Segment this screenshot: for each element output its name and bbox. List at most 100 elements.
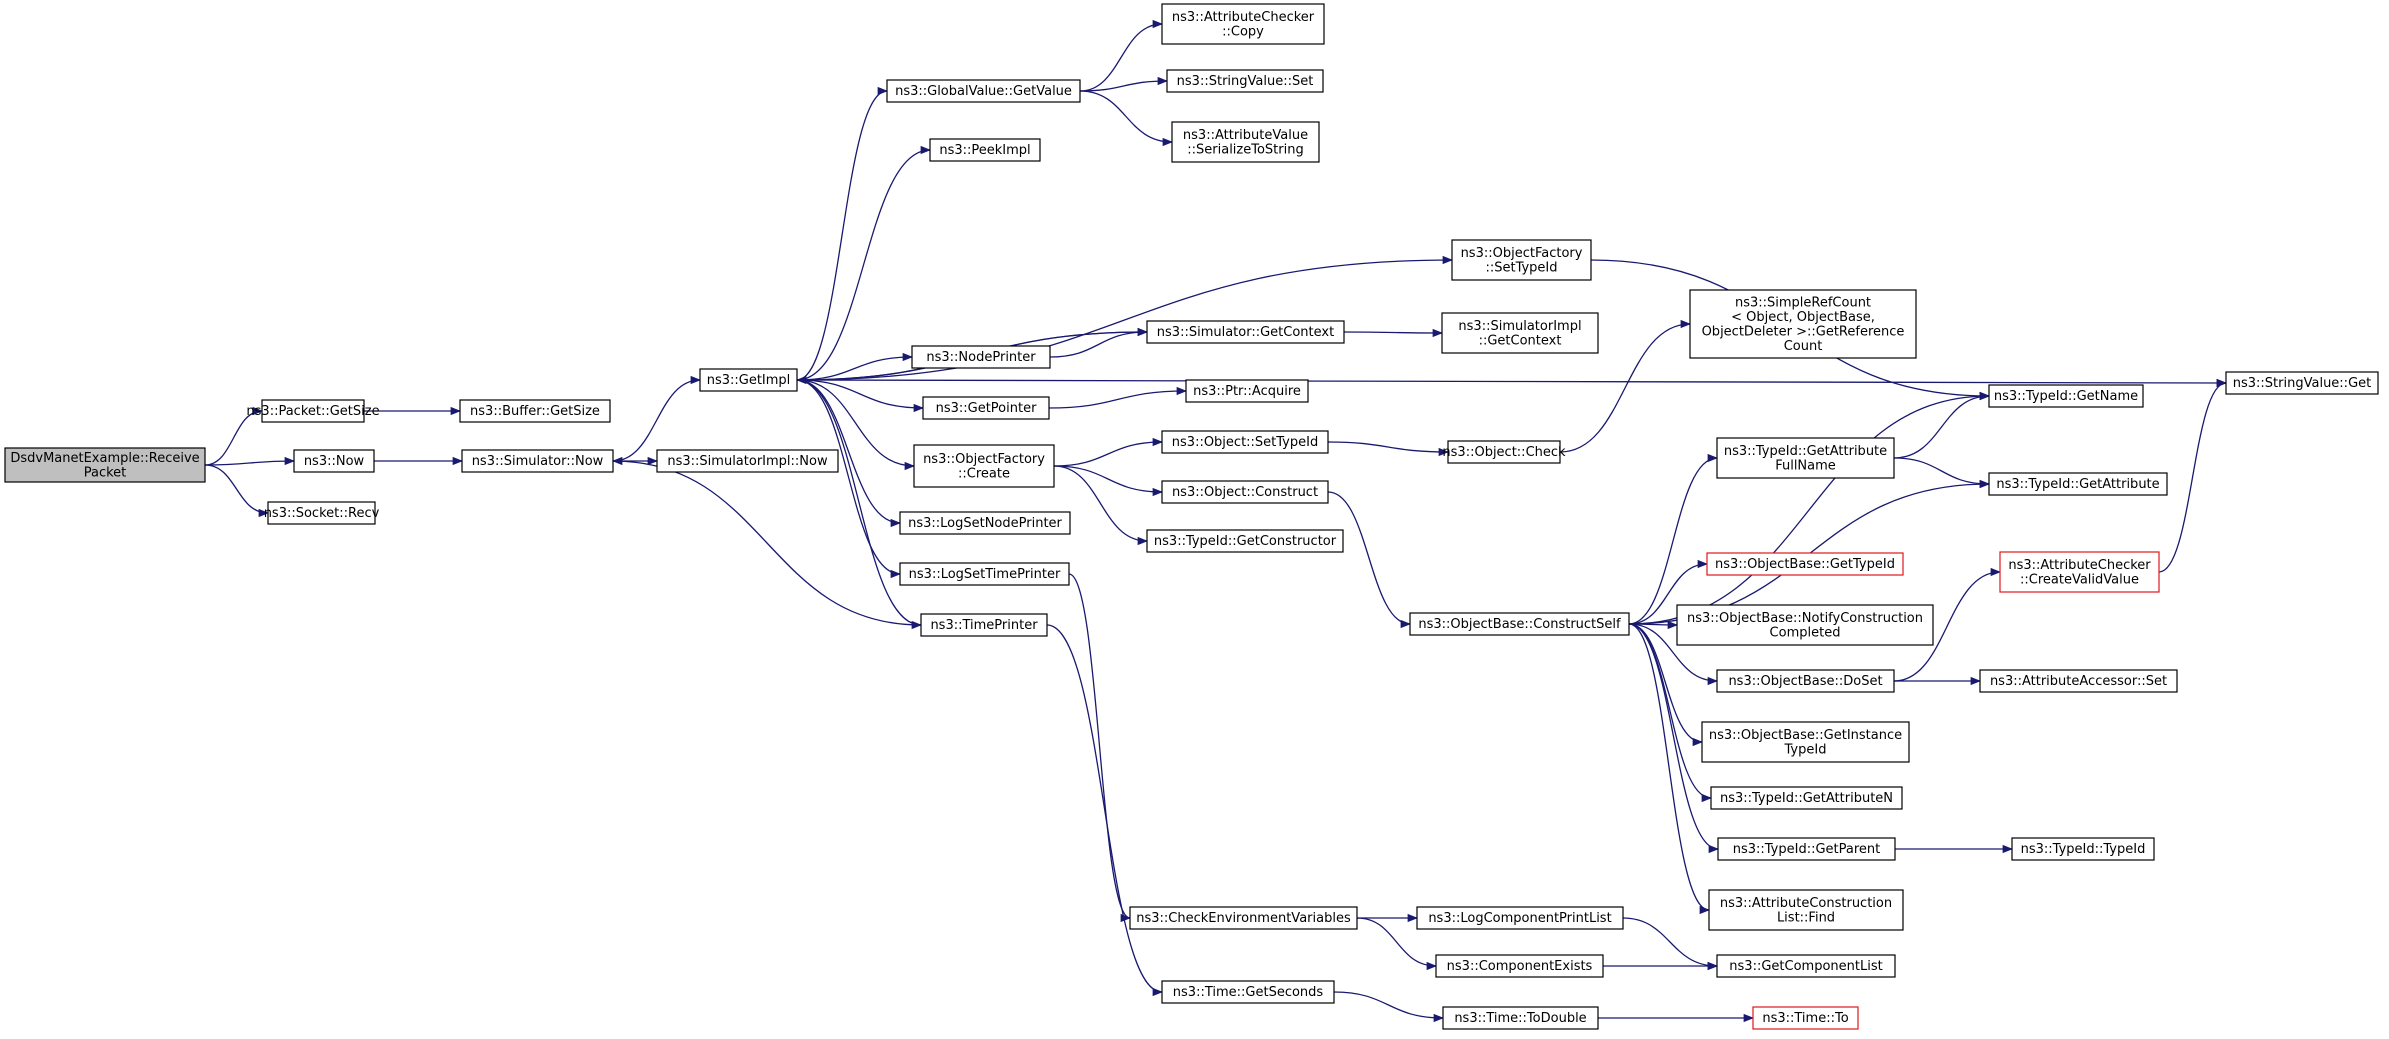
call-edge-getpointer-to-ptr_acquire: [1048, 386, 1188, 409]
function-node-tid_typeid[interactable]: ns3::TypeId::TypeId: [2011, 837, 2155, 861]
function-node-gv_getvalue[interactable]: ns3::GlobalValue::GetValue: [886, 79, 1081, 103]
function-node-getcomplist[interactable]: ns3::GetComponentList: [1716, 954, 1896, 978]
function-node-logsettime[interactable]: ns3::LogSetTimePrinter: [899, 562, 1070, 586]
call-edge-timeprinter-to-sim_now: [611, 456, 922, 626]
function-node-obj_construct[interactable]: ns3::Object::Construct: [1161, 480, 1329, 504]
node-label-line: ns3::TypeId::GetAttribute: [1996, 477, 2159, 492]
function-node-time_todouble[interactable]: ns3::Time::ToDouble: [1442, 1006, 1599, 1030]
node-label-line: ns3::Object::SetTypeId: [1172, 435, 1318, 450]
node-label-line: ns3::PeekImpl: [939, 143, 1030, 158]
function-node-compexists[interactable]: ns3::ComponentExists: [1435, 954, 1604, 978]
node-label-line: ns3::Buffer::GetSize: [470, 404, 600, 419]
function-node-ptr_acquire[interactable]: ns3::Ptr::Acquire: [1185, 379, 1309, 403]
function-node-tid_getctor[interactable]: ns3::TypeId::GetConstructor: [1146, 529, 1344, 553]
function-node-time_getsec[interactable]: ns3::Time::GetSeconds: [1161, 980, 1335, 1004]
function-node-sv_set[interactable]: ns3::StringValue::Set: [1166, 69, 1324, 93]
call-edge-ob_constructself-to-tid_getparent: [1628, 623, 1720, 854]
function-node-getpointer[interactable]: ns3::GetPointer: [922, 396, 1050, 420]
function-node-of_settypeid[interactable]: ns3::ObjectFactory::SetTypeId: [1451, 239, 1592, 281]
node-label-line: ns3::NodePrinter: [926, 350, 1036, 365]
call-edge-obj_check-to-srefcount: [1559, 319, 1692, 453]
node-label-line: ns3::StringValue::Get: [2233, 376, 2371, 391]
function-node-obj_check[interactable]: ns3::Object::Check: [1442, 440, 1566, 464]
call-edge-of_create-to-obj_construct: [1053, 465, 1164, 497]
function-node-ob_doset[interactable]: ns3::ObjectBase::DoSet: [1716, 669, 1895, 693]
call-edge-nodeprinter-to-sim_getctx: [1049, 327, 1149, 358]
function-node-time_to[interactable]: ns3::Time::To: [1752, 1006, 1859, 1030]
function-node-sim_now[interactable]: ns3::Simulator::Now: [461, 449, 614, 473]
node-label-line: ns3::Time::ToDouble: [1454, 1011, 1586, 1026]
node-label-line: ns3::ObjectFactory: [923, 452, 1045, 467]
node-label-line: ns3::Simulator::GetContext: [1157, 325, 1334, 340]
function-node-ac_createvalid[interactable]: ns3::AttributeChecker::CreateValidValue: [1999, 551, 2160, 593]
call-edge-getimpl-to-peekimpl: [796, 145, 932, 381]
call-edge-ob_constructself-to-ob_gettypeid: [1628, 559, 1709, 625]
function-node-peekimpl[interactable]: ns3::PeekImpl: [929, 138, 1041, 162]
call-edge-ob_constructself-to-tid_getattrfull: [1628, 453, 1719, 625]
function-node-tid_getparent[interactable]: ns3::TypeId::GetParent: [1717, 837, 1896, 861]
function-node-tid_getname[interactable]: ns3::TypeId::GetName: [1988, 384, 2144, 408]
function-node-logcomplist[interactable]: ns3::LogComponentPrintList: [1416, 906, 1624, 930]
node-label-line: DsdvManetExample::Receive: [10, 451, 199, 466]
function-node-getimpl[interactable]: ns3::GetImpl: [699, 368, 798, 392]
node-label-line: ::Copy: [1222, 24, 1264, 39]
function-node-simimpl_getctx[interactable]: ns3::SimulatorImpl::GetContext: [1441, 312, 1599, 354]
node-label-line: ns3::ObjectBase::DoSet: [1728, 674, 1882, 689]
node-label-line: ns3::TimePrinter: [930, 618, 1038, 633]
function-node-simimpl_now[interactable]: ns3::SimulatorImpl::Now: [656, 449, 839, 473]
function-node-pkt_getsize[interactable]: ns3::Packet::GetSize: [246, 399, 380, 423]
node-label-line: List::Find: [1777, 910, 1835, 925]
node-label-line: ns3::CheckEnvironmentVariables: [1136, 911, 1351, 926]
call-edge-getimpl-to-logsettime: [796, 379, 902, 579]
function-node-srefcount[interactable]: ns3::SimpleRefCount< Object, ObjectBase,…: [1689, 289, 1917, 359]
function-node-buf_getsize[interactable]: ns3::Buffer::GetSize: [459, 399, 611, 423]
function-node-ob_notify[interactable]: ns3::ObjectBase::NotifyConstructionCompl…: [1676, 604, 1934, 646]
function-node-tid_getattrn[interactable]: ns3::TypeId::GetAttributeN: [1710, 786, 1903, 810]
function-node-ob_constructself[interactable]: ns3::ObjectBase::ConstructSelf: [1409, 612, 1630, 636]
function-node-obj_settypeid[interactable]: ns3::Object::SetTypeId: [1161, 430, 1329, 454]
call-edge-ac_createvalid-to-sv_get: [2158, 378, 2228, 573]
call-edge-getimpl-to-gv_getvalue: [796, 86, 889, 381]
node-label-line: ns3::TypeId::GetName: [1994, 389, 2138, 404]
call-edge-ob_constructself-to-acl_find: [1628, 623, 1711, 915]
function-node-of_create[interactable]: ns3::ObjectFactory::Create: [913, 444, 1055, 488]
function-node-sv_get[interactable]: ns3::StringValue::Get: [2225, 371, 2379, 395]
call-edge-of_create-to-tid_getctor: [1053, 465, 1149, 546]
node-label-line: ns3::LogSetNodePrinter: [908, 516, 1062, 531]
node-label-line: ns3::GetImpl: [707, 373, 791, 388]
call-edge-tid_getattrfull-to-tid_getattr: [1893, 457, 1991, 489]
node-label-line: ::SetTypeId: [1485, 260, 1557, 275]
function-node-tid_getattr[interactable]: ns3::TypeId::GetAttribute: [1988, 472, 2168, 496]
call-edge-getimpl-to-nodeprinter: [796, 352, 914, 381]
function-node-sim_getctx[interactable]: ns3::Simulator::GetContext: [1146, 320, 1345, 344]
function-node-ac_copy[interactable]: ns3::AttributeChecker::Copy: [1161, 3, 1325, 45]
node-label-line: FullName: [1775, 458, 1836, 473]
function-node-now[interactable]: ns3::Now: [293, 449, 375, 473]
node-label-line: ns3::TypeId::GetParent: [1733, 842, 1881, 857]
call-edge-gv_getvalue-to-av_ser: [1079, 90, 1174, 147]
call-edge-sim_getctx-to-simimpl_getctx: [1343, 328, 1444, 338]
call-edge-ob_doset-to-ac_createvalid: [1893, 567, 2002, 682]
function-node-ob_gettypeid[interactable]: ns3::ObjectBase::GetTypeId: [1706, 552, 1904, 576]
call-edge-gv_getvalue-to-sv_set: [1079, 76, 1169, 92]
node-label-line: ns3::SimulatorImpl: [1458, 319, 1581, 334]
function-node-av_ser[interactable]: ns3::AttributeValue::SerializeToString: [1171, 121, 1320, 163]
node-label-line: ns3::ObjectBase::GetInstance: [1709, 728, 1902, 743]
node-label-line: TypeId: [1784, 742, 1827, 757]
function-node-sock_recv[interactable]: ns3::Socket::Recv: [264, 501, 380, 525]
function-node-aa_set[interactable]: ns3::AttributeAccessor::Set: [1979, 669, 2178, 693]
function-node-logsetnode[interactable]: ns3::LogSetNodePrinter: [899, 511, 1071, 535]
call-edges: [204, 19, 2228, 1023]
node-label-line: ns3::AttributeAccessor::Set: [1990, 674, 2167, 689]
node-label-line: ns3::ObjectBase::NotifyConstruction: [1687, 611, 1923, 626]
function-node-timeprinter[interactable]: ns3::TimePrinter: [920, 613, 1048, 637]
node-label-line: ::CreateValidValue: [2020, 572, 2139, 587]
function-node-checkenv[interactable]: ns3::CheckEnvironmentVariables: [1129, 906, 1358, 930]
call-edge-obj_construct-to-ob_constructself: [1327, 491, 1412, 629]
function-node-nodeprinter[interactable]: ns3::NodePrinter: [911, 345, 1051, 369]
